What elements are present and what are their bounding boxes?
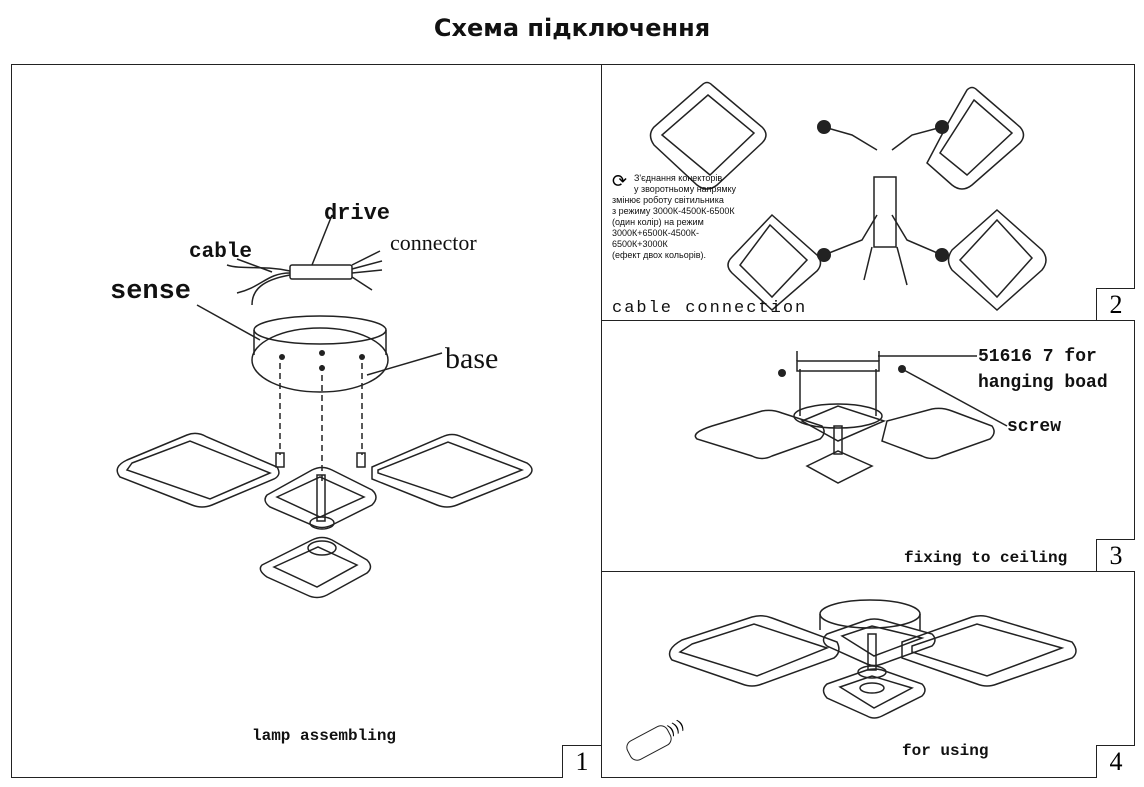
panel-number-3: 3 (1096, 539, 1135, 572)
label-drive: drive (324, 201, 391, 226)
panel-number-4: 4 (1096, 745, 1135, 778)
label-screw: screw (1007, 417, 1062, 437)
caption-fixing-to-ceiling: fixing to ceiling (904, 549, 1068, 567)
label-connector: connector (390, 230, 477, 255)
lamp-in-use-drawing (668, 599, 1077, 719)
driver-box (289, 264, 353, 280)
caption-lamp-assembling: lamp assembling (252, 727, 397, 745)
panel-fixing-to-ceiling: 51616 7 for hanging boad screw fixing to… (601, 320, 1135, 572)
reverse-arrow-icon: ⟳ (612, 171, 628, 192)
label-cable: cable (189, 241, 253, 264)
panel-number-1: 1 (562, 745, 601, 778)
panel-for-using: ))) for using 4 (601, 571, 1135, 778)
caption-cable-connection: cable connection (612, 299, 808, 318)
panel-number-2: 2 (1096, 288, 1135, 321)
label-sense: sense (110, 277, 192, 307)
hanging-board (796, 360, 880, 372)
label-base: base (445, 342, 499, 375)
panel-lamp-assembling: drive cable connector sense base lamp as… (11, 64, 602, 778)
ceiling-fixing-drawing (694, 351, 1008, 484)
caption-for-using: for using (902, 742, 989, 760)
lamp-assembly-drawing (116, 214, 533, 599)
page-title: Схема підключення (433, 14, 711, 42)
cable-connection-drawing (649, 81, 1047, 312)
label-board-line1: 51616 7 for (978, 347, 1097, 367)
connector-note: З'єднання конекторів у зворотньому напря… (612, 173, 737, 260)
panel-cable-connection: З'єднання конекторів у зворотньому напря… (601, 64, 1135, 321)
label-board-line2: hanging boad (978, 373, 1108, 393)
